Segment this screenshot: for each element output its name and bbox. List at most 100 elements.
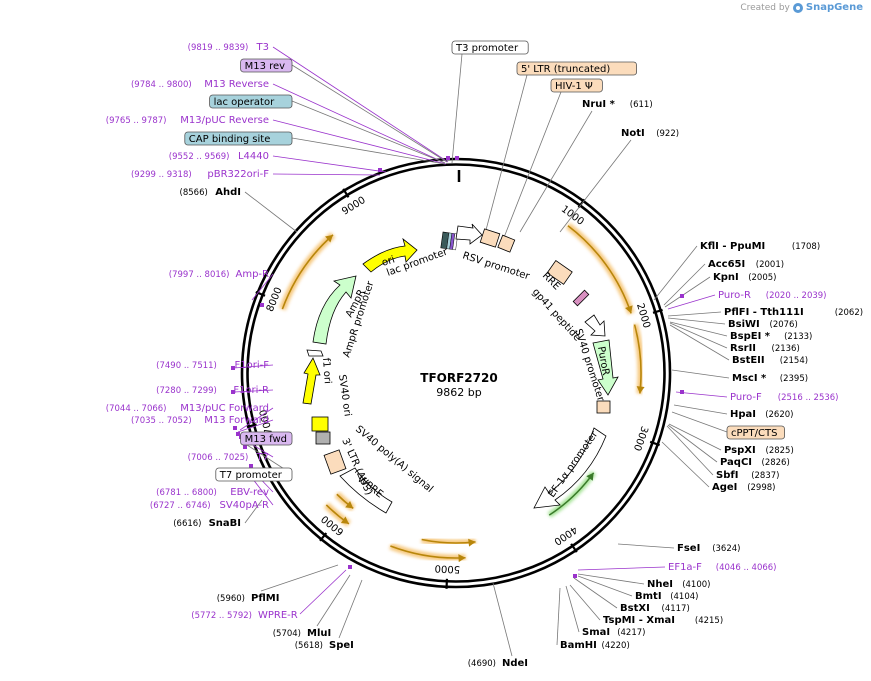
orf-arcs bbox=[279, 222, 645, 563]
right-label-21: BstXI(4117) bbox=[620, 603, 690, 614]
right-label-14: PaqCI(2826) bbox=[720, 457, 790, 468]
callout bbox=[671, 369, 730, 379]
hiv-psi-box bbox=[497, 234, 516, 253]
callout bbox=[291, 64, 448, 163]
primer-mark bbox=[455, 156, 459, 160]
primer-mark bbox=[446, 156, 450, 160]
sv40-promoter-arrow bbox=[584, 314, 606, 337]
credit-brand: SnapGene bbox=[805, 2, 863, 13]
svg-text:M13 fwd: M13 fwd bbox=[245, 434, 287, 445]
left-label-16: T7 promoter bbox=[215, 467, 293, 482]
svg-text:(2001): (2001) bbox=[756, 260, 784, 270]
orf-arrowhead bbox=[636, 386, 645, 394]
svg-text:WPRE-R: WPRE-R bbox=[258, 610, 298, 621]
svg-text:(9784 .. 9800): (9784 .. 9800) bbox=[131, 80, 192, 90]
svg-text:(2076): (2076) bbox=[770, 320, 798, 330]
left-label-11: F1ori-R(7280 .. 7299) bbox=[156, 385, 269, 396]
svg-text:Amp-R: Amp-R bbox=[236, 269, 270, 280]
right-label-5: BsiWI(2076) bbox=[728, 319, 798, 330]
svg-text:(4220): (4220) bbox=[602, 641, 630, 651]
tick-2000 bbox=[652, 308, 663, 314]
tick-label: 5000 bbox=[434, 562, 460, 574]
callout bbox=[664, 276, 711, 308]
callout bbox=[492, 582, 513, 657]
primer-mark bbox=[231, 390, 235, 394]
svg-text:M13/pUC Forward: M13/pUC Forward bbox=[180, 403, 269, 414]
top-label-4: NotI(922) bbox=[621, 128, 679, 139]
svg-text:(5618): (5618) bbox=[295, 641, 323, 651]
left-label-12: M13/pUC Forward(7044 .. 7066) bbox=[106, 403, 269, 414]
svg-text:(5704): (5704) bbox=[273, 629, 301, 639]
rre-box bbox=[546, 259, 573, 285]
svg-text:(4690): (4690) bbox=[468, 659, 496, 669]
inner-feature-glyphs bbox=[302, 223, 619, 514]
right-label-3: Puro-R (2020 .. 2039) bbox=[718, 290, 827, 301]
svg-text:(2395): (2395) bbox=[780, 374, 808, 384]
svg-text:(4046 .. 4066): (4046 .. 4066) bbox=[716, 563, 777, 573]
svg-text:(9819 .. 9839): (9819 .. 9839) bbox=[188, 43, 249, 53]
svg-text:(2005): (2005) bbox=[748, 273, 776, 283]
svg-text:(2020 .. 2039): (2020 .. 2039) bbox=[766, 291, 827, 301]
primer-mark bbox=[243, 445, 247, 449]
svg-text:(7490 .. 7511): (7490 .. 7511) bbox=[156, 361, 217, 371]
primer-mark bbox=[680, 294, 684, 298]
svg-text:Puro-R: Puro-R bbox=[718, 290, 751, 301]
svg-text:L4440: L4440 bbox=[238, 151, 269, 162]
rsv-promoter-arrow bbox=[455, 223, 483, 245]
top-label-0: T3 promoter bbox=[451, 40, 529, 55]
callout bbox=[667, 311, 722, 317]
callout bbox=[666, 425, 714, 476]
orf-arrowhead bbox=[340, 516, 349, 524]
primer-mark bbox=[378, 168, 382, 172]
left-label-8: AhdI(8566) bbox=[180, 187, 241, 198]
svg-text:TspMI - XmaI: TspMI - XmaI bbox=[603, 615, 675, 626]
right-label-15: SbfI(2837) bbox=[716, 470, 779, 481]
snapgene-credit: Created by SnapGene bbox=[740, 2, 863, 13]
svg-text:PaqCI: PaqCI bbox=[720, 457, 752, 468]
left-label-17: EBV-rev (6781 .. 6800) bbox=[156, 487, 269, 498]
sv40-ori-label: SV40 ori bbox=[336, 374, 353, 417]
callout bbox=[233, 364, 274, 369]
svg-text:CAP binding site: CAP binding site bbox=[189, 134, 271, 145]
svg-text:M13 Forward: M13 Forward bbox=[204, 415, 269, 426]
svg-text:BamHI: BamHI bbox=[560, 640, 597, 651]
puror-arrow bbox=[592, 339, 619, 396]
svg-text:(2133): (2133) bbox=[784, 332, 812, 342]
svg-text:HpaI: HpaI bbox=[730, 409, 756, 420]
right-label-22: TspMI - XmaI(4215) bbox=[603, 615, 723, 626]
svg-text:(2516 .. 2536): (2516 .. 2536) bbox=[778, 393, 839, 403]
callout bbox=[299, 569, 347, 615]
svg-text:PflMI: PflMI bbox=[251, 593, 279, 604]
callout bbox=[573, 577, 618, 609]
callout bbox=[233, 389, 274, 393]
left-label-4: M13/pUC Reverse(9765 .. 9787) bbox=[106, 115, 269, 126]
svg-text:HIV-1 Ψ: HIV-1 Ψ bbox=[555, 81, 593, 92]
svg-text:MscI *: MscI * bbox=[732, 373, 767, 384]
bottom-label-0: (4690)NdeI bbox=[468, 658, 528, 669]
callout bbox=[502, 91, 562, 241]
right-label-23: SmaI(4217) bbox=[582, 627, 645, 638]
callout bbox=[667, 317, 726, 325]
left-label-0: T3(9819 .. 9839) bbox=[188, 42, 269, 53]
svg-text:T7 promoter: T7 promoter bbox=[219, 470, 283, 481]
left-label-7: pBR322ori-F(9299 .. 9318) bbox=[131, 169, 269, 180]
callout bbox=[675, 391, 728, 398]
svg-text:(2825): (2825) bbox=[766, 446, 794, 456]
plasmid-size: 9862 bp bbox=[436, 386, 481, 399]
svg-text:EBV-rev: EBV-rev bbox=[230, 487, 269, 498]
ltr-5-box bbox=[479, 228, 501, 248]
svg-text:(7006 .. 7025): (7006 .. 7025) bbox=[188, 453, 249, 463]
cppt-box bbox=[596, 400, 611, 414]
svg-text:F1ori-R: F1ori-R bbox=[233, 385, 269, 396]
left-label-5: CAP binding site bbox=[184, 131, 293, 146]
callout bbox=[559, 139, 632, 233]
right-label-24: BamHI (4220) bbox=[560, 640, 630, 651]
svg-text:(2998): (2998) bbox=[747, 483, 775, 493]
left-label-6: L4440(9552 .. 9569) bbox=[169, 151, 269, 162]
orf-arrowhead bbox=[625, 305, 633, 314]
svg-text:(2062): (2062) bbox=[835, 308, 863, 318]
svg-text:(6781 .. 6800): (6781 .. 6800) bbox=[156, 488, 217, 498]
svg-text:Acc65I: Acc65I bbox=[708, 259, 745, 270]
